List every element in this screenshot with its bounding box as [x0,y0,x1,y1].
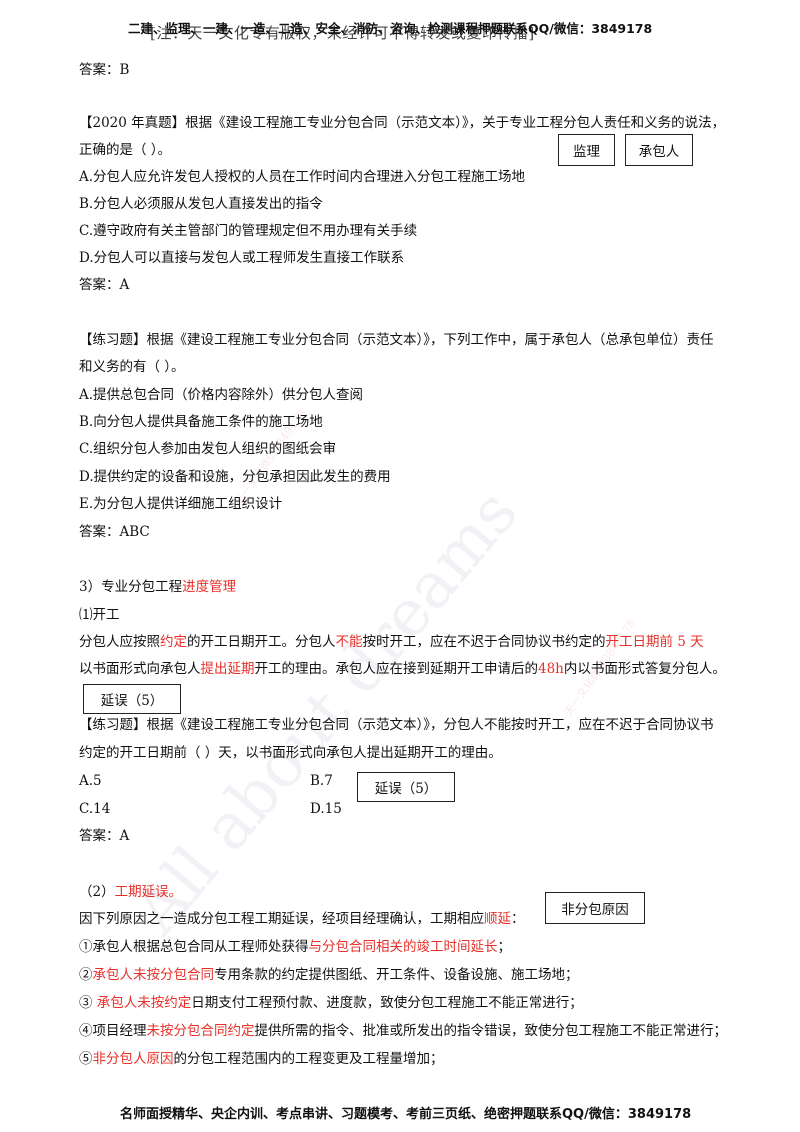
delay-item-1: ①承包人根据总包合同从工程师处获得与分包合同相关的竣工时间延长； [79,938,511,956]
qpractice2-answer: 答案：A [79,828,130,844]
qpractice1-line1: 【练习题】根据《建设工程施工专业分包合同（示范文本）》，下列工作中，属于承包人（… [79,332,714,348]
delay-item-4: ④项目经理未按分包合同约定提供所需的指令、批准或所发出的指令错误，致使分包工程施… [79,1022,727,1040]
text: 分包人应按照 [79,634,160,650]
delay-heading: （2）工期延误。 [79,883,182,901]
q2020-line1: 【2020 年真题】根据《建设工程施工专业分包合同（示范文本）》，关于专业工程分… [79,115,726,131]
q2020-option-a: A.分包人应允许发包人授权的人员在工作时间内合理进入分包工程施工场地 [79,169,526,185]
box-contractor: 承包人 [625,134,693,166]
text: 内以书面形式答复分包人。 [563,661,726,677]
box-delay-1: 延误（5） [83,684,181,714]
start-title: ⑴开工 [79,607,120,623]
q2020-option-b: B.分包人必须服从发包人直接发出的指令 [79,196,323,212]
qpractice1-option-a: A.提供总包合同（价格内容除外）供分包人查阅 [79,387,364,403]
qpractice1-option-b: B.向分包人提供具备施工条件的施工场地 [79,414,323,430]
delay-intro: 因下列原因之一造成分包工程工期延误，经项目经理确认，工期相应顺延： [79,910,525,928]
text: ⑤ [79,1051,93,1067]
q2020-answer: 答案：A [79,277,130,293]
text: 开工的理由。承包人应在接到延期开工申请后的 [254,661,539,677]
text: 日期支付工程预付款、进度款，致使分包工程施工不能正常进行； [191,995,583,1011]
q2020-line2: 正确的是（ ）。 [79,142,172,158]
text: 专用条款的约定提供图纸、开工条件、设备设施、施工场地； [214,967,579,983]
delay-item-2: ②承包人未按分包合同专用条款的约定提供图纸、开工条件、设备设施、施工场地； [79,966,579,984]
box-supervisor: 监理 [558,134,615,166]
qpractice2-option-d: D.15 [310,801,342,817]
delay-item-5: ⑤非分包人原因的分包工程范围内的工程变更及工程量增加； [79,1050,444,1068]
highlight: 提出延期 [200,661,255,677]
highlight: 不能 [335,634,363,650]
text: ③ [79,995,97,1011]
highlight: 与分包合同相关的竣工时间延长 [308,939,498,955]
header-contact: 二建、监理、一建、一造、二造、安全、消防、咨询、检测课程押题联系QQ/微信：38… [128,21,653,36]
text: 因下列原因之一造成分包工程工期延误，经项目经理确认，工期相应 [79,911,484,927]
text: 的开工日期开工。分包人 [187,634,336,650]
answer-b: 答案：B [79,62,130,78]
section3-heading: 3）专业分包工程进度管理 [79,578,236,596]
highlight: 承包人未按约定 [96,995,192,1011]
text: ④项目经理 [79,1023,147,1039]
qpractice2-option-c: C.14 [79,801,111,817]
text: 提供所需的指令、批准或所发出的指令错误，致使分包工程施工不能正常进行； [254,1023,728,1039]
box-non-subcontractor-cause: 非分包原因 [545,892,645,924]
text: 以书面形式向承包人 [79,661,201,677]
text: ： [511,911,525,927]
highlight: 未按分包合同约定 [146,1023,255,1039]
delay-highlight: 工期延误。 [114,884,183,900]
qpractice1-option-c: C.组织分包人参加由发包人组织的图纸会审 [79,441,337,457]
q2020-option-d: D.分包人可以直接与发包人或工程师发生直接工作联系 [79,250,405,266]
qpractice1-line2: 和义务的有（ ）。 [79,359,185,375]
text: 的分包工程范围内的工程变更及工程量增加； [173,1051,444,1067]
highlight: 约定 [160,634,187,650]
q2020-option-c: C.遵守政府有关主管部门的管理规定但不用办理有关手续 [79,223,418,239]
highlight: 48h [538,661,564,677]
footer-contact: 名师面授精华、央企内训、考点串讲、习题模考、考前三页纸、绝密押题联系QQ/微信：… [120,1107,692,1122]
qpractice2-option-a: A.5 [79,773,102,789]
qpractice1-option-e: E.为分包人提供详细施工组织设计 [79,496,283,512]
highlight: 非分包人原因 [92,1051,174,1067]
highlight: 顺延 [484,911,511,927]
text: 按时开工，应在不迟于合同协议书约定的 [362,634,606,650]
qpractice2-line2: 约定的开工日期前（ ）天，以书面形式向承包人提出延期开工的理由。 [79,745,502,761]
delay-prefix: （2） [79,884,115,900]
qpractice2-line1: 【练习题】根据《建设工程施工专业分包合同（示范文本）》，分包人不能按时开工，应在… [79,717,714,733]
start-para-line1: 分包人应按照约定的开工日期开工。分包人不能按时开工，应在不迟于合同协议书约定的开… [79,633,704,651]
box-delay-2: 延误（5） [357,772,455,802]
start-para-line2: 以书面形式向承包人提出延期开工的理由。承包人应在接到延期开工申请后的48h内以书… [79,660,726,678]
watermark-text: All about dreams [120,475,533,948]
highlight: 承包人未按分包合同 [92,967,215,983]
text: ； [497,939,512,955]
qpractice1-option-d: D.提供约定的设备和设施，分包承担因此发生的费用 [79,469,391,485]
text: ② [79,967,93,983]
text: ①承包人根据总包合同从工程师处获得 [79,939,309,955]
qpractice2-option-b: B.7 [310,773,333,789]
delay-item-3: ③ 承包人未按约定日期支付工程预付款、进度款，致使分包工程施工不能正常进行； [79,994,583,1012]
highlight: 开工日期前 5 天 [605,634,704,650]
qpractice1-answer: 答案：ABC [79,524,150,540]
copyright-notice: [注：天一文化专有版权，未经许可不得转发或复印传播] [150,24,535,42]
section3-highlight: 进度管理 [182,579,237,595]
section3-prefix: 3）专业分包工程 [79,579,183,595]
